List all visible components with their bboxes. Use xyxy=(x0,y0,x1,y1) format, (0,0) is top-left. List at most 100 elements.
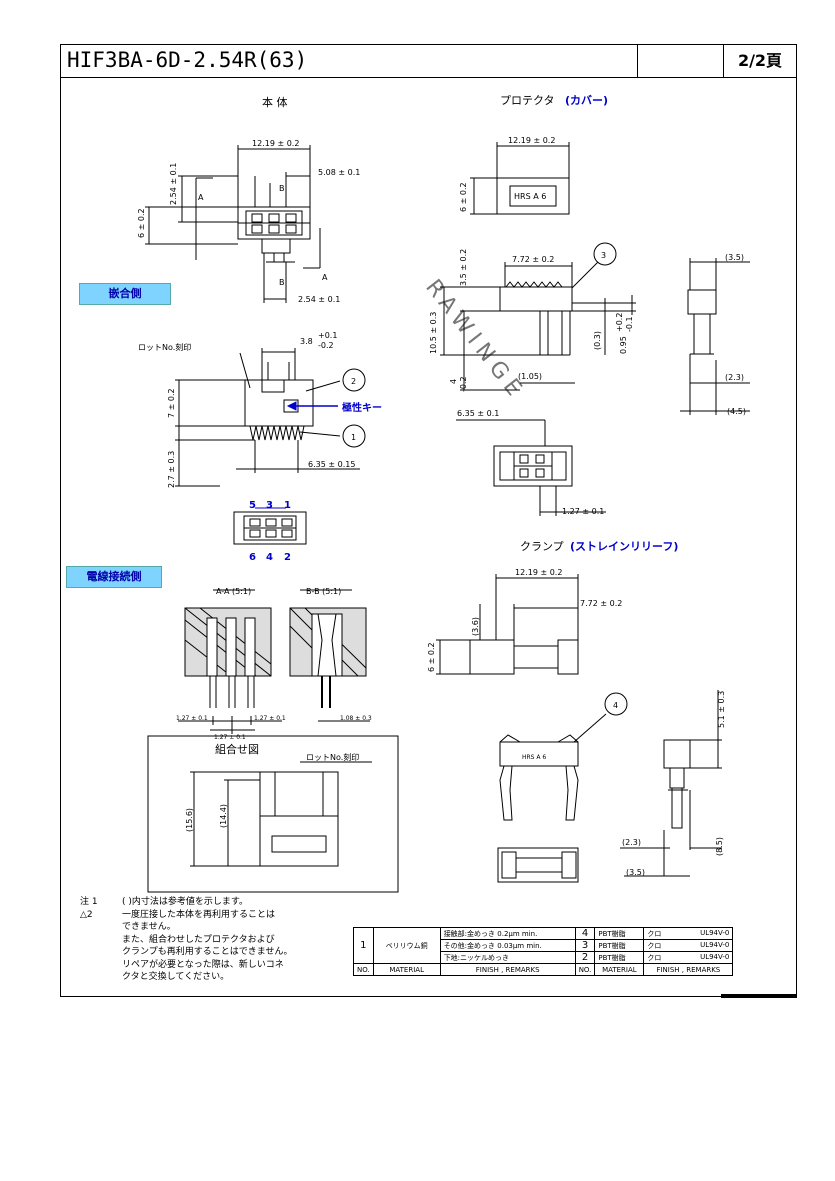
bom-head-material: MATERIAL xyxy=(372,963,441,976)
callout-2: 2 xyxy=(351,377,356,386)
bom-no-2: 2 xyxy=(574,951,596,964)
corner-bar xyxy=(721,994,797,998)
pin-2: 2 xyxy=(284,552,291,563)
blank-cell xyxy=(637,45,723,77)
bom-material-1: ベリリウム銅 xyxy=(372,927,441,964)
dim-body-254h: 2.54 ± 0.1 xyxy=(298,295,340,304)
bom-no-4: 4 xyxy=(574,927,596,940)
dim-asm-144: (14.4) xyxy=(219,804,228,828)
pin-4: 4 xyxy=(266,552,273,563)
label-a-top: A xyxy=(198,193,204,202)
note-1-key: 注 1 xyxy=(80,897,98,907)
pin-1: 1 xyxy=(284,500,291,511)
section-aa-title: A-A (5:1) xyxy=(216,587,251,596)
dim-clamp-85: (8.5) xyxy=(715,837,724,856)
bom-mat-4: PBT樹脂 xyxy=(594,927,645,940)
bom-head-no: NO. xyxy=(353,963,374,976)
dim-prot-095: 0.95 xyxy=(619,336,628,354)
clamp-bottom-view xyxy=(497,847,579,883)
wire-side-tag: 電線接続側 xyxy=(66,566,162,588)
dim-body-6: 6 ± 0.2 xyxy=(137,208,146,238)
lot-label: ロットNo.刻印 xyxy=(138,342,191,352)
body-pin-view xyxy=(233,507,307,545)
note-2-line-4: クランプも再利用することはできません。 xyxy=(122,947,293,957)
dim-prot-6: 6 ± 0.2 xyxy=(459,182,468,212)
dim-prot-095-plus: +0.2 xyxy=(615,313,624,332)
dim-prot-03: (0.3) xyxy=(593,331,602,350)
bom-finish-3: 下地:ニッケルめっき xyxy=(439,951,576,964)
note-2-line-5: リペアが必要となった際は、新しいコネ xyxy=(122,959,284,970)
pin-3: 3 xyxy=(266,500,273,511)
table-header-row: NO. MATERIAL FINISH , REMARKS NO. MATERI… xyxy=(353,963,734,976)
protector-title: プロテクタ xyxy=(500,94,555,107)
dim-27: 2.7 ± 0.3 xyxy=(167,451,176,488)
dim-prot-width: 12.19 ± 0.2 xyxy=(508,136,555,145)
note-2-line-1: 一度圧接した本体を再利用することは xyxy=(122,909,276,920)
bom-head-material2: MATERIAL xyxy=(594,963,645,976)
body-top-view xyxy=(145,145,321,303)
bom-head-finish2: FINISH , REMARKS xyxy=(643,963,734,976)
pin-6: 6 xyxy=(249,552,256,563)
assembly-view xyxy=(190,761,372,867)
bom-mat-2: PBT樹脂 xyxy=(594,951,645,964)
note-2-line-6: クタと交換してください。 xyxy=(122,972,230,982)
dim-end-45: (4.5) xyxy=(727,407,746,416)
body-front-view xyxy=(175,348,366,487)
dim-prot-35: 3.5 ± 0.2 xyxy=(459,249,468,286)
dim-end-23: (2.3) xyxy=(725,373,744,382)
polarity-key-label: 極性キー xyxy=(342,401,382,414)
bom-head-finish: FINISH , REMARKS xyxy=(439,963,576,976)
dim-clamp-23: (2.3) xyxy=(622,838,641,847)
dim-38: 3.8 xyxy=(300,337,313,346)
protector-end-view xyxy=(680,258,750,415)
dim-prot-4-tol: -0.2 xyxy=(459,376,468,392)
bom-head-no2: NO. xyxy=(574,963,596,976)
assembly-title: 組合せ図 xyxy=(215,742,259,756)
dim-bb-108: 1.08 ± 0.3 xyxy=(340,715,372,722)
protector-subtitle: (カバー) xyxy=(565,94,608,107)
dim-clamp-51: 5.1 ± 0.3 xyxy=(717,691,726,728)
callout-4: 4 xyxy=(613,701,618,710)
title-block: HIF3BA-6D-2.54R(63) 2/2頁 xyxy=(61,45,796,78)
callout-1: 1 xyxy=(351,433,356,442)
note-2-key: △2 xyxy=(80,909,93,920)
dim-clamp-6: 6 ± 0.2 xyxy=(427,642,436,672)
dim-prot-105b: (1.05) xyxy=(518,372,542,381)
part-number-title: HIF3BA-6D-2.54R(63) xyxy=(67,48,308,72)
protector-top-view xyxy=(470,142,570,215)
page-number: 2/2頁 xyxy=(723,45,796,77)
note-2-line-2: できません。 xyxy=(122,922,176,932)
label-a-bottom: A xyxy=(322,273,328,282)
dim-prot-127: 1.27 ± 0.1 xyxy=(562,507,604,516)
bom-finish-1: 接触部:金めっき 0.2μm min. xyxy=(439,927,576,940)
section-aa xyxy=(178,589,282,734)
dim-clamp-width: 12.19 ± 0.2 xyxy=(515,568,562,577)
dim-aa-127c: 1.27 ± 0.1 xyxy=(214,734,246,741)
clamp-subtitle: (ストレインリリーフ) xyxy=(570,540,678,553)
protector-bottom-view xyxy=(456,419,606,516)
dim-body-width: 12.19 ± 0.2 xyxy=(252,139,299,148)
dim-prot-095-minus: -0.1 xyxy=(625,316,634,332)
section-bb xyxy=(289,589,370,722)
callout-3: 3 xyxy=(601,251,606,260)
dim-aa-127b: 1.27 ± 0.1 xyxy=(254,715,286,722)
dim-clamp-772: 7.72 ± 0.2 xyxy=(580,599,622,608)
dim-asm-156: (15.6) xyxy=(185,808,194,832)
clamp-title: クランプ xyxy=(520,540,564,553)
dim-635: 6.35 ± 0.15 xyxy=(308,460,355,469)
bom-no-3: 3 xyxy=(574,939,596,952)
dim-body-508: 5.08 ± 0.1 xyxy=(318,168,360,177)
label-b-bottom: B xyxy=(279,278,285,287)
clamp-front-view xyxy=(499,692,628,821)
bom-no-1: 1 xyxy=(353,927,374,964)
dim-clamp-35: (3.5) xyxy=(626,868,645,877)
bom-finish-2: その他:金めっき 0.03μm min. xyxy=(439,939,576,952)
note-2-line-3: また、組合わせしたプロテクタおよび xyxy=(122,934,275,945)
dim-prot-4: 4 xyxy=(449,379,458,384)
dim-38-tol-minus: -0.2 xyxy=(318,341,334,350)
